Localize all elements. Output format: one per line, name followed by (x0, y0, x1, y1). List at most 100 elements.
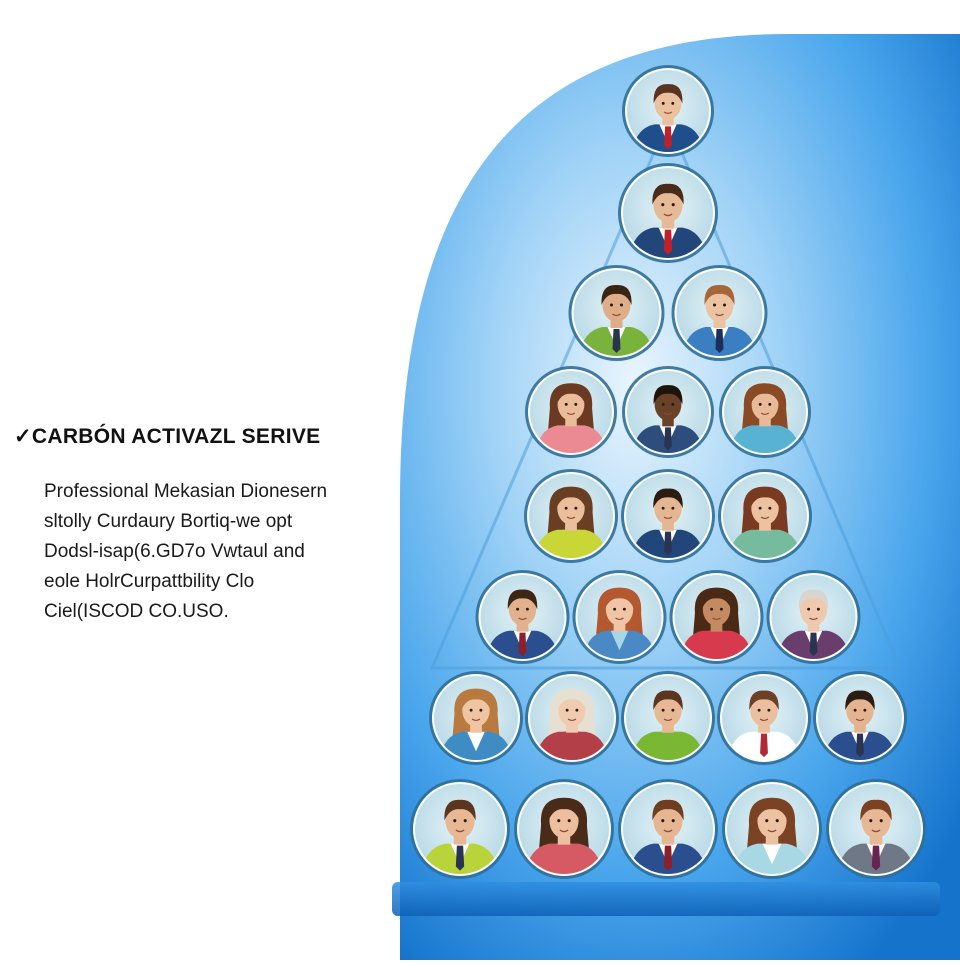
shirt (562, 529, 580, 550)
face (654, 388, 682, 421)
eye (479, 708, 483, 712)
tie (715, 329, 724, 353)
face (508, 592, 537, 626)
person-avatar (826, 779, 926, 879)
eye (661, 203, 665, 207)
neck (759, 519, 771, 531)
hair-top (556, 488, 586, 509)
eye (758, 506, 762, 510)
eye (757, 708, 761, 712)
eye (765, 819, 769, 823)
mouth (559, 829, 569, 833)
person-avatar (525, 366, 617, 458)
shirt (562, 425, 580, 445)
person-avatar (622, 65, 714, 157)
face (654, 491, 682, 525)
tie (856, 733, 864, 758)
eye (661, 402, 665, 406)
face (602, 288, 631, 322)
mouth (809, 617, 818, 621)
neck (713, 317, 726, 328)
person-avatar (719, 366, 811, 458)
hair-top (749, 690, 779, 711)
hair-top (557, 690, 587, 711)
eye (863, 708, 867, 712)
hair-top (845, 690, 875, 711)
tie (871, 845, 881, 871)
eye (768, 402, 772, 406)
neck (807, 620, 820, 632)
neck (758, 721, 770, 733)
neck (662, 721, 674, 733)
hair-top (653, 84, 683, 104)
face (757, 802, 787, 839)
mouth (663, 412, 673, 415)
neck (765, 833, 779, 845)
eye (671, 402, 675, 406)
eye (564, 506, 568, 510)
neck (759, 415, 771, 427)
eye (710, 607, 714, 611)
neck (613, 620, 626, 632)
eye (620, 303, 623, 307)
person-avatar (722, 779, 822, 879)
eye (610, 303, 613, 307)
mouth (760, 516, 770, 520)
mouth (663, 213, 673, 217)
person-avatar (717, 671, 811, 765)
hair-top (704, 284, 735, 305)
eye (622, 607, 626, 611)
face (605, 592, 634, 626)
mouth (663, 829, 673, 833)
face (653, 802, 683, 839)
person-avatar (671, 265, 768, 361)
mouth (760, 412, 770, 415)
text-block: ✓CARBÓN ACTIVAZL SERIVE Professional Mek… (14, 424, 384, 627)
person-avatar (524, 469, 618, 563)
eye (775, 819, 779, 823)
eye (525, 607, 529, 611)
eye (758, 402, 762, 406)
face (558, 693, 586, 727)
pyramid-base (392, 882, 940, 916)
person-avatar (766, 570, 861, 664)
mouth (871, 829, 881, 833)
shirt (762, 843, 782, 865)
mouth (712, 617, 721, 621)
tie (612, 329, 621, 353)
person-avatar (621, 469, 715, 563)
mouth (566, 516, 576, 520)
eye (661, 506, 665, 510)
face (750, 693, 778, 727)
mouth (567, 718, 577, 722)
tie (455, 845, 465, 871)
tie (664, 531, 672, 556)
person-avatar (568, 265, 665, 361)
person-avatar (622, 366, 714, 458)
mouth (767, 829, 777, 833)
body-line-5: Ciel(ISCOD CO.USO. (44, 601, 229, 622)
body-line-4: eole HolrCurpattbility Clo (44, 571, 255, 592)
eye (567, 819, 571, 823)
hair-top (507, 589, 538, 610)
face (846, 693, 874, 727)
eye (869, 819, 873, 823)
person-avatar (475, 570, 570, 664)
eye (453, 819, 457, 823)
person-avatar (813, 671, 907, 765)
mouth (663, 718, 673, 722)
person-avatar (514, 779, 614, 879)
eye (661, 819, 665, 823)
face (549, 802, 579, 839)
eye (574, 506, 578, 510)
face (557, 388, 585, 421)
neck (869, 833, 883, 845)
hair-top (653, 690, 683, 711)
eye (713, 303, 716, 307)
shirt (467, 731, 485, 752)
face (462, 693, 490, 727)
neck (565, 519, 577, 531)
eye (574, 402, 578, 406)
hair-top (548, 799, 580, 821)
